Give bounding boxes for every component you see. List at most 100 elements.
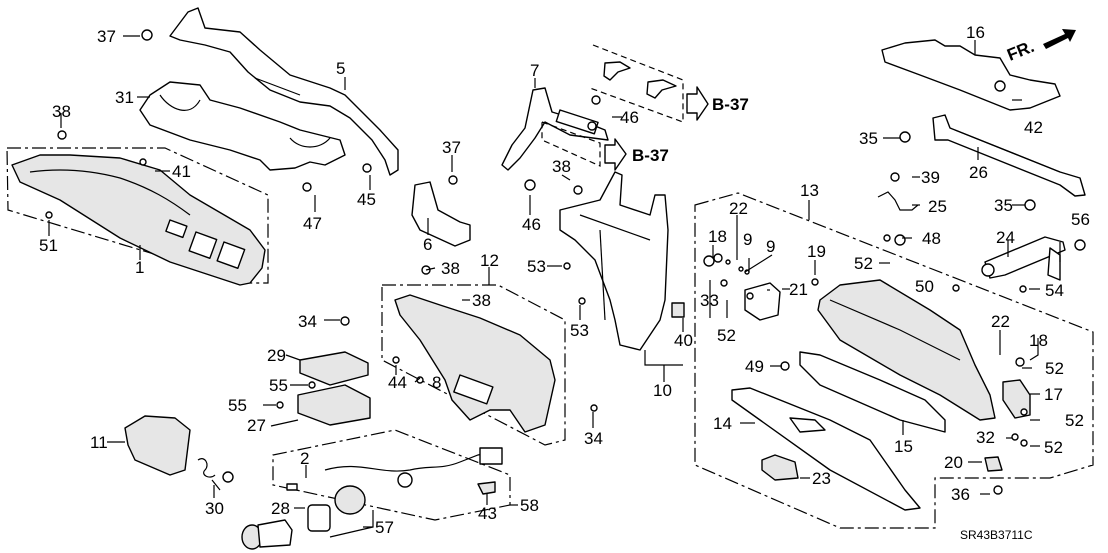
b37-region-lower	[541, 121, 601, 167]
callout-48: 48	[922, 229, 941, 248]
callout-53-lower: 53	[570, 321, 589, 340]
part-1-vent-right	[216, 241, 246, 270]
callout-10: 10	[653, 381, 672, 400]
callout-22-right: 22	[991, 312, 1010, 331]
part-40-clip[interactable]	[671, 302, 685, 318]
part-14-lid-outer[interactable]	[731, 387, 921, 511]
callout-57: 57	[375, 518, 394, 537]
callout-14: 14	[713, 414, 732, 433]
callout-29: 29	[267, 346, 286, 365]
part-15-lid-inner[interactable]	[799, 351, 946, 433]
callout-11: 11	[90, 433, 108, 452]
part-1-vent-left	[188, 231, 218, 260]
callout-38: 38	[52, 102, 71, 121]
callout-54: 54	[1045, 281, 1064, 300]
callout-8: 8	[432, 373, 441, 392]
callout-40: 40	[674, 331, 693, 350]
callout-53-upper: 53	[527, 257, 546, 276]
callout-39: 39	[921, 168, 940, 187]
clip-upper-right	[646, 79, 677, 99]
group-boundary-12	[381, 284, 566, 446]
callout-33: 33	[700, 291, 719, 310]
part-21-latch[interactable]	[744, 282, 781, 321]
callout-2: 2	[300, 449, 309, 468]
part-25-wire-bracket[interactable]	[877, 191, 919, 211]
callout-13: 13	[800, 181, 819, 200]
part-57-lighter[interactable]	[241, 485, 366, 550]
part-23-handle[interactable]	[761, 454, 799, 481]
part-14-handle-recess	[789, 417, 826, 433]
callout-52-right-b: 52	[1065, 411, 1084, 430]
callout-12: 12	[480, 251, 499, 270]
callout-41: 41	[172, 162, 191, 181]
callout-9-b: 9	[766, 237, 775, 256]
part-58-wire-harness[interactable]	[324, 451, 493, 472]
reference-b37-upper: B-37	[712, 95, 749, 114]
callout-19: 19	[807, 242, 826, 261]
callout-22-left: 22	[729, 199, 748, 218]
b37-arrow-lower[interactable]: B-37	[604, 138, 669, 171]
part-30-retainer	[222, 471, 234, 483]
diagram-code: SR43B3711C	[960, 528, 1033, 542]
callout-38-center: 38	[552, 157, 571, 176]
callout-45: 45	[357, 190, 376, 209]
callout-18-right: 18	[1029, 331, 1048, 350]
front-direction-label: FR.	[1004, 37, 1037, 65]
part-26-bracket[interactable]	[932, 114, 1086, 197]
part-12-lower-cover[interactable]	[394, 294, 556, 433]
reference-b37-lower: B-37	[632, 146, 669, 165]
callout-25: 25	[928, 197, 947, 216]
group-boundary-1	[6, 147, 269, 284]
part-10-main-bracket[interactable]	[559, 171, 669, 351]
part-12-opening	[453, 374, 494, 405]
callout-37-center: 37	[442, 138, 461, 157]
part-1-switch-opening	[165, 219, 188, 239]
callout-35-lower: 35	[994, 196, 1013, 215]
clip-upper-left	[603, 61, 631, 81]
part-11-cup-holder[interactable]	[124, 415, 191, 476]
harness-socket	[397, 472, 413, 488]
part-27-tray[interactable]	[297, 384, 371, 426]
part-2-fuse[interactable]	[286, 483, 298, 491]
callout-43: 43	[478, 504, 497, 523]
part-5-upper-beam[interactable]	[169, 7, 399, 176]
callout-46-upper: 46	[620, 108, 639, 127]
callout-52-right-a: 52	[1045, 359, 1064, 378]
callout-50: 50	[915, 277, 934, 296]
callout-26: 26	[969, 163, 988, 182]
callout-42: 42	[1024, 118, 1043, 137]
part-43-connector-clip[interactable]	[477, 481, 496, 495]
part-6-bracket[interactable]	[411, 181, 471, 247]
part-20-clip[interactable]	[984, 456, 1003, 472]
callout-36: 36	[951, 485, 970, 504]
b37-arrow-upper[interactable]: B-37	[686, 86, 749, 121]
part-24-damper[interactable]	[981, 236, 1066, 281]
front-direction-arrow: FR.	[1004, 29, 1076, 65]
callout-1: 1	[135, 258, 144, 277]
callout-17: 17	[1044, 385, 1063, 404]
harness-connector	[479, 447, 503, 465]
callout-55-lower: 55	[228, 396, 247, 415]
callout-27: 27	[247, 416, 266, 435]
callout-34-upper: 34	[298, 312, 317, 331]
callout-6: 6	[423, 235, 432, 254]
part-28-ring[interactable]	[307, 504, 331, 532]
callout-31: 31	[115, 88, 134, 107]
part-16-top-cover[interactable]	[881, 39, 1061, 111]
callout-52-left: 52	[717, 326, 736, 345]
part-13-glove-box[interactable]	[817, 279, 996, 421]
part-29-pocket-cover[interactable]	[299, 351, 369, 386]
callout-46-lower: 46	[522, 215, 541, 234]
callout-labels: 37 5 31 38 41 51 1 47 45 37 6 7 46 46 38…	[39, 23, 1090, 537]
callout-35-upper: 35	[859, 129, 878, 148]
callout-38-cover-top: 38	[441, 259, 460, 278]
callout-23: 23	[812, 469, 831, 488]
callout-28: 28	[271, 499, 290, 518]
leader-lines	[48, 35, 1061, 538]
callout-58: 58	[520, 496, 539, 515]
part-31-brace[interactable]	[139, 81, 346, 171]
callout-47: 47	[303, 214, 322, 233]
callout-15: 15	[894, 437, 913, 456]
